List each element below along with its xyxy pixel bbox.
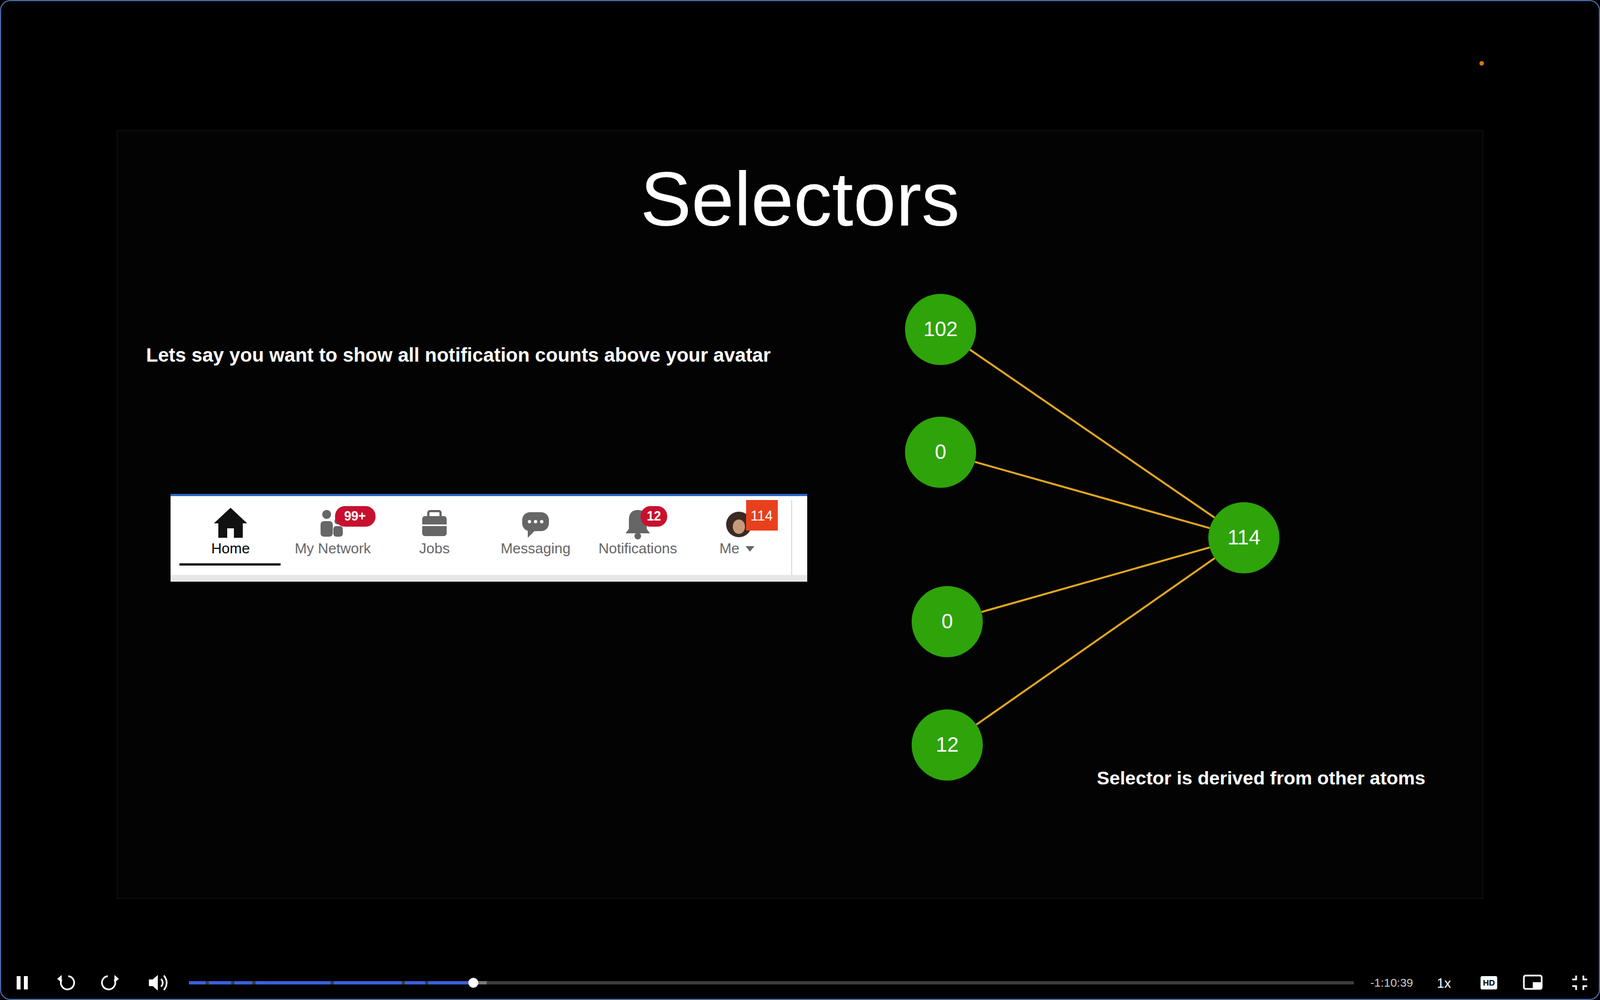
volume-waves bbox=[161, 975, 167, 990]
home-underline bbox=[179, 563, 281, 566]
atom-value: 0 bbox=[935, 440, 947, 464]
progress-played bbox=[405, 981, 425, 985]
nav-label: Notifications bbox=[598, 540, 678, 558]
atom-circle: 0 bbox=[905, 416, 977, 488]
network-icon-body-small bbox=[333, 526, 343, 537]
pause-icon bbox=[16, 976, 21, 990]
nav-bar-top-line bbox=[170, 493, 808, 497]
speed-label: 1x bbox=[1436, 975, 1451, 992]
nav-label: Me bbox=[719, 540, 740, 558]
jobs-icon-seam bbox=[422, 524, 447, 527]
atom-value: 114 bbox=[1227, 526, 1261, 550]
nav-label: Messaging bbox=[500, 540, 571, 558]
orange-dot bbox=[1479, 61, 1484, 66]
circle-fill bbox=[905, 293, 977, 365]
atom-circle: 0 bbox=[911, 586, 983, 658]
dropdown-triangle bbox=[745, 546, 755, 552]
atom-circle: 114 bbox=[1208, 502, 1280, 574]
dependency-line bbox=[970, 349, 1215, 518]
dependency-line bbox=[975, 461, 1210, 528]
jobs-icon-case bbox=[422, 516, 447, 537]
badge-shape bbox=[746, 500, 778, 531]
pause-icon bbox=[23, 976, 28, 990]
rewind-icon bbox=[60, 976, 74, 990]
nav-bar-bottom-stripe bbox=[170, 575, 808, 582]
progress-handle bbox=[468, 977, 479, 988]
badge-shape bbox=[335, 506, 376, 527]
bell-icon-clapper bbox=[634, 532, 642, 540]
messaging-icon-dot bbox=[533, 520, 538, 524]
messaging-icon-tail bbox=[527, 528, 536, 538]
network-icon-head bbox=[322, 510, 332, 519]
badge-count: 99+ bbox=[343, 508, 366, 524]
badge-count: 114 bbox=[750, 507, 773, 524]
slide-area bbox=[117, 130, 1483, 899]
circle-fill bbox=[911, 586, 983, 658]
atom-circle: 102 bbox=[905, 293, 977, 365]
progress-played bbox=[255, 981, 331, 985]
volume-icon bbox=[148, 975, 158, 991]
nav-bar bbox=[170, 493, 808, 582]
dependency-line bbox=[981, 547, 1210, 612]
slide-title: Selectors bbox=[640, 155, 960, 244]
hd-badge bbox=[1480, 976, 1498, 990]
atom-value: 12 bbox=[935, 733, 959, 757]
circle-fill bbox=[1208, 502, 1280, 574]
home-icon-door bbox=[227, 528, 234, 538]
forward-icon bbox=[102, 976, 116, 990]
badge-shape bbox=[640, 506, 668, 527]
dependency-line bbox=[976, 558, 1215, 725]
progress-played bbox=[208, 981, 232, 985]
nav-label: My Network bbox=[294, 540, 371, 558]
network-icon-body bbox=[320, 521, 333, 537]
note-text: Lets say you want to show all notificati… bbox=[146, 343, 771, 367]
circle-fill bbox=[905, 416, 977, 488]
note-text: Selector is derived from other atoms bbox=[1096, 767, 1425, 789]
progress-played bbox=[188, 981, 206, 985]
avatar-face bbox=[732, 519, 745, 534]
pip-icon bbox=[1523, 975, 1542, 989]
fullscreen-icon bbox=[1572, 975, 1588, 990]
atom-value: 0 bbox=[941, 610, 954, 634]
messaging-icon-dot bbox=[540, 520, 544, 524]
atom-value: 102 bbox=[923, 317, 958, 342]
progress-played bbox=[333, 981, 402, 985]
rewind-icon-head bbox=[57, 975, 62, 983]
hd-label: HD bbox=[1482, 977, 1495, 988]
forward-icon-head bbox=[114, 975, 119, 983]
atom-circle: 12 bbox=[911, 709, 983, 781]
nav-label: Home bbox=[211, 540, 250, 558]
home-icon-body bbox=[218, 522, 243, 538]
pip-icon-inner bbox=[1532, 982, 1542, 989]
progress-played bbox=[234, 981, 253, 985]
progress-track bbox=[188, 981, 1354, 985]
badge-count: 12 bbox=[646, 508, 662, 524]
nav-separator bbox=[791, 500, 793, 575]
circle-fill bbox=[911, 709, 983, 781]
progress-played bbox=[428, 981, 474, 985]
nav-label: Jobs bbox=[419, 540, 450, 558]
messaging-icon-dot bbox=[527, 520, 532, 524]
messaging-icon-bubble bbox=[522, 512, 549, 532]
time-remaining: -1:10:39 bbox=[1370, 976, 1413, 990]
home-icon-roof bbox=[213, 507, 248, 524]
